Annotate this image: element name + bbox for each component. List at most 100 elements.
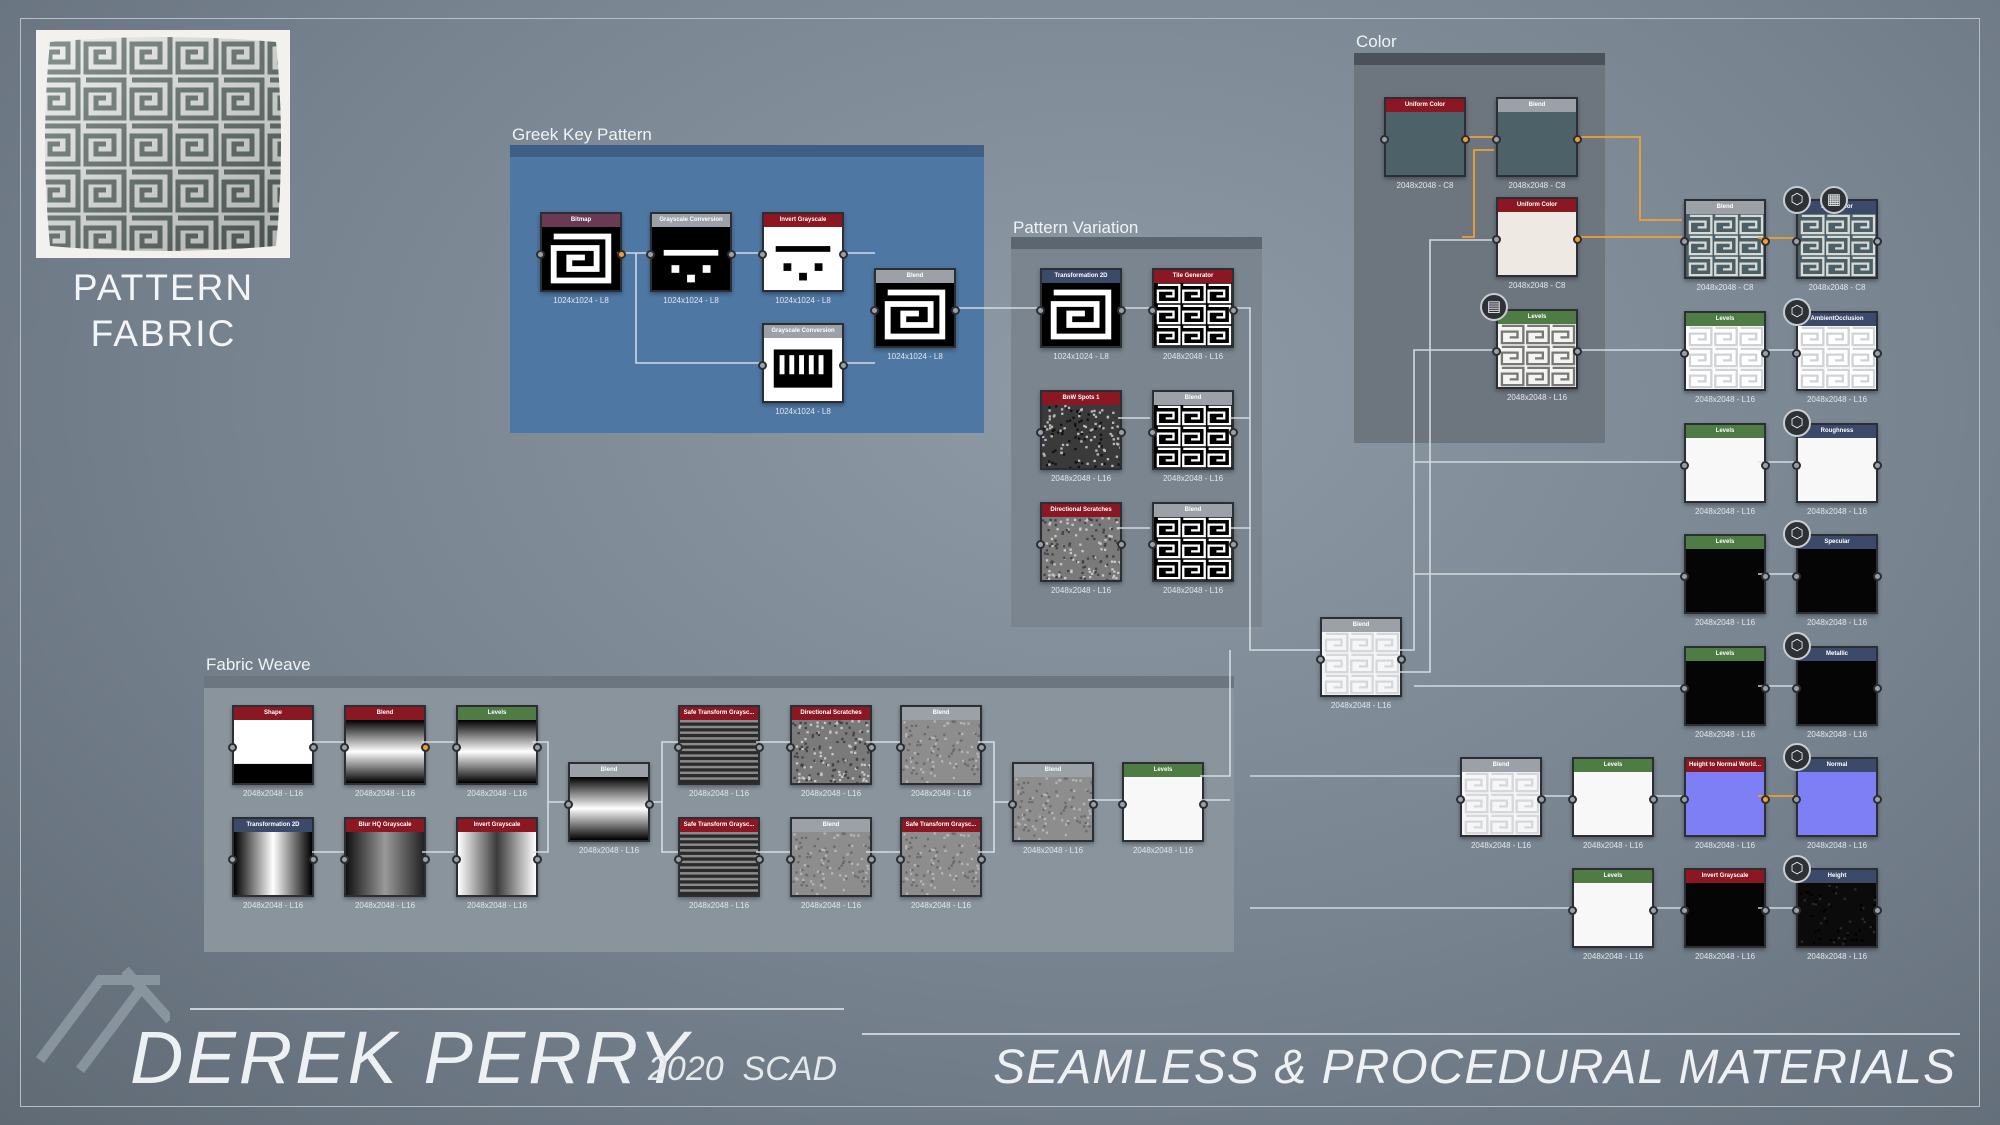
input-port[interactable] — [1316, 655, 1325, 664]
output-cube-icon[interactable]: ⬡ — [1783, 743, 1811, 771]
output-port[interactable] — [1873, 684, 1882, 693]
input-port[interactable] — [896, 743, 905, 752]
output-cube-icon[interactable]: ⬡ — [1783, 186, 1811, 214]
output-port[interactable] — [1761, 237, 1770, 246]
output-port[interactable] — [977, 743, 986, 752]
input-port[interactable] — [228, 855, 237, 864]
input-port[interactable] — [1492, 235, 1501, 244]
output-port[interactable] — [645, 800, 654, 809]
output-cube-icon[interactable]: ⬡ — [1783, 632, 1811, 660]
output-port[interactable] — [1873, 906, 1882, 915]
output-port[interactable] — [309, 855, 318, 864]
input-port[interactable] — [674, 743, 683, 752]
input-port[interactable] — [1568, 906, 1577, 915]
output-port[interactable] — [1761, 572, 1770, 581]
input-port[interactable] — [1036, 540, 1045, 549]
input-port[interactable] — [1792, 461, 1801, 470]
output-port[interactable] — [1573, 135, 1582, 144]
node-trans1[interactable]: Transformation 2D 1024x1024 - L8 — [1036, 268, 1126, 361]
output-port[interactable] — [1873, 349, 1882, 358]
output-cube-icon[interactable]: ⬡ — [1783, 298, 1811, 326]
output-port[interactable] — [1873, 237, 1882, 246]
output-port[interactable] — [421, 743, 430, 752]
output-port[interactable] — [1117, 540, 1126, 549]
input-port[interactable] — [1148, 540, 1157, 549]
input-port[interactable] — [1680, 572, 1689, 581]
input-port[interactable] — [1680, 684, 1689, 693]
output-port[interactable] — [1649, 795, 1658, 804]
input-port[interactable] — [1792, 684, 1801, 693]
input-port[interactable] — [1148, 306, 1157, 315]
output-port[interactable] — [1873, 795, 1882, 804]
output-port[interactable] — [727, 250, 736, 259]
input-port[interactable] — [1792, 237, 1801, 246]
output-port[interactable] — [1397, 655, 1406, 664]
output-cube-icon[interactable]: ⬡ — [1783, 409, 1811, 437]
input-port[interactable] — [1792, 795, 1801, 804]
output-port[interactable] — [421, 855, 430, 864]
output-port[interactable] — [755, 855, 764, 864]
output-port[interactable] — [1117, 428, 1126, 437]
output-cube-icon[interactable]: ⬡ — [1783, 520, 1811, 548]
input-port[interactable] — [1680, 461, 1689, 470]
output-port[interactable] — [1229, 428, 1238, 437]
input-port[interactable] — [1148, 428, 1157, 437]
output-port[interactable] — [309, 743, 318, 752]
input-port[interactable] — [1680, 237, 1689, 246]
output-port[interactable] — [839, 361, 848, 370]
input-port[interactable] — [1492, 347, 1501, 356]
output-port[interactable] — [1461, 135, 1470, 144]
output-port[interactable] — [533, 743, 542, 752]
output-port[interactable] — [951, 306, 960, 315]
output-port[interactable] — [533, 855, 542, 864]
node-blend1[interactable]: Blend 1024x1024 - L8 — [870, 268, 960, 361]
output-port[interactable] — [1199, 800, 1208, 809]
node-sts1[interactable]: Safe Transform Graysc...2048x2048 - L16 — [674, 705, 764, 798]
input-port[interactable] — [1380, 135, 1389, 144]
input-port[interactable] — [1680, 795, 1689, 804]
input-port[interactable] — [758, 250, 767, 259]
output-port[interactable] — [1573, 347, 1582, 356]
output-port[interactable] — [1873, 461, 1882, 470]
input-port[interactable] — [340, 855, 349, 864]
input-port[interactable] — [452, 855, 461, 864]
input-port[interactable] — [564, 800, 573, 809]
output-port[interactable] — [1761, 684, 1770, 693]
output-port[interactable] — [867, 855, 876, 864]
input-port[interactable] — [1008, 800, 1017, 809]
input-port[interactable] — [758, 361, 767, 370]
output-port[interactable] — [617, 250, 626, 259]
output-port[interactable] — [1761, 795, 1770, 804]
output-port[interactable] — [1573, 235, 1582, 244]
